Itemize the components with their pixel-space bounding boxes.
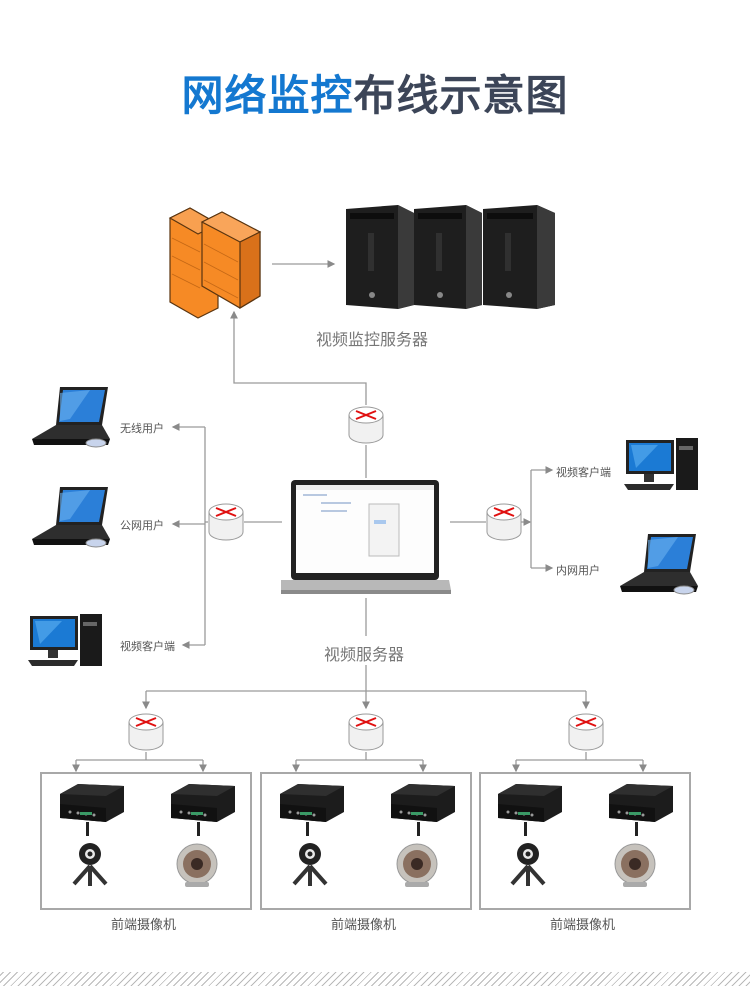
- encoder-box-icon: [280, 784, 344, 836]
- center-server-label: 视频服务器: [324, 645, 405, 664]
- front-group-box: [40, 772, 252, 910]
- encoder-box-icon: [498, 784, 562, 836]
- server-tower-icon: [483, 205, 555, 309]
- hatched-divider: [0, 972, 750, 986]
- firewall-icon: [168, 207, 262, 319]
- ir-camera-icon: [176, 843, 218, 888]
- laptop-icon: [281, 480, 451, 594]
- client-label-wireless: 无线用户: [120, 422, 164, 435]
- front-group-box: [260, 772, 472, 910]
- router-icon: [568, 713, 604, 751]
- front-group-label: 前端摄像机: [550, 918, 616, 933]
- router-icon: [208, 503, 244, 541]
- ir-camera-icon: [396, 843, 438, 888]
- router-icon: [348, 406, 384, 444]
- front-group-label: 前端摄像机: [111, 918, 177, 933]
- ir-camera-icon: [614, 843, 656, 888]
- encoder-box-icon: [60, 784, 124, 836]
- front-group-label: 前端摄像机: [331, 918, 397, 933]
- encoder-box-icon: [171, 784, 235, 836]
- desktop-pc-icon: [624, 438, 698, 490]
- title-rest: 布线示意图: [353, 71, 569, 120]
- front-group-box: [479, 772, 691, 910]
- server-tower-icon: [346, 205, 414, 309]
- server-tower-icon: [414, 205, 482, 309]
- client-label-video-client: 视频客户端: [120, 640, 175, 653]
- desktop-pc-icon: [28, 614, 102, 666]
- router-icon: [486, 503, 522, 541]
- laptop-icon: [31, 486, 111, 548]
- laptop-icon: [31, 386, 111, 448]
- client-label-intranet: 内网用户: [556, 564, 600, 577]
- client-label-video-client-right: 视频客户端: [556, 466, 611, 479]
- laptop-icon: [619, 533, 699, 595]
- client-label-public: 公网用户: [120, 519, 164, 532]
- router-icon: [128, 713, 164, 751]
- webcam-icon: [292, 841, 328, 888]
- encoder-box-icon: [609, 784, 673, 836]
- router-icon: [348, 713, 384, 751]
- title-highlight: 网络监控: [181, 71, 354, 120]
- server-group-label: 视频监控服务器: [316, 330, 429, 349]
- link-router-firewall: [230, 310, 367, 405]
- page-title: 网络监控布线示意图: [0, 62, 750, 123]
- webcam-icon: [72, 841, 108, 888]
- webcam-icon: [510, 841, 546, 888]
- encoder-box-icon: [391, 784, 455, 836]
